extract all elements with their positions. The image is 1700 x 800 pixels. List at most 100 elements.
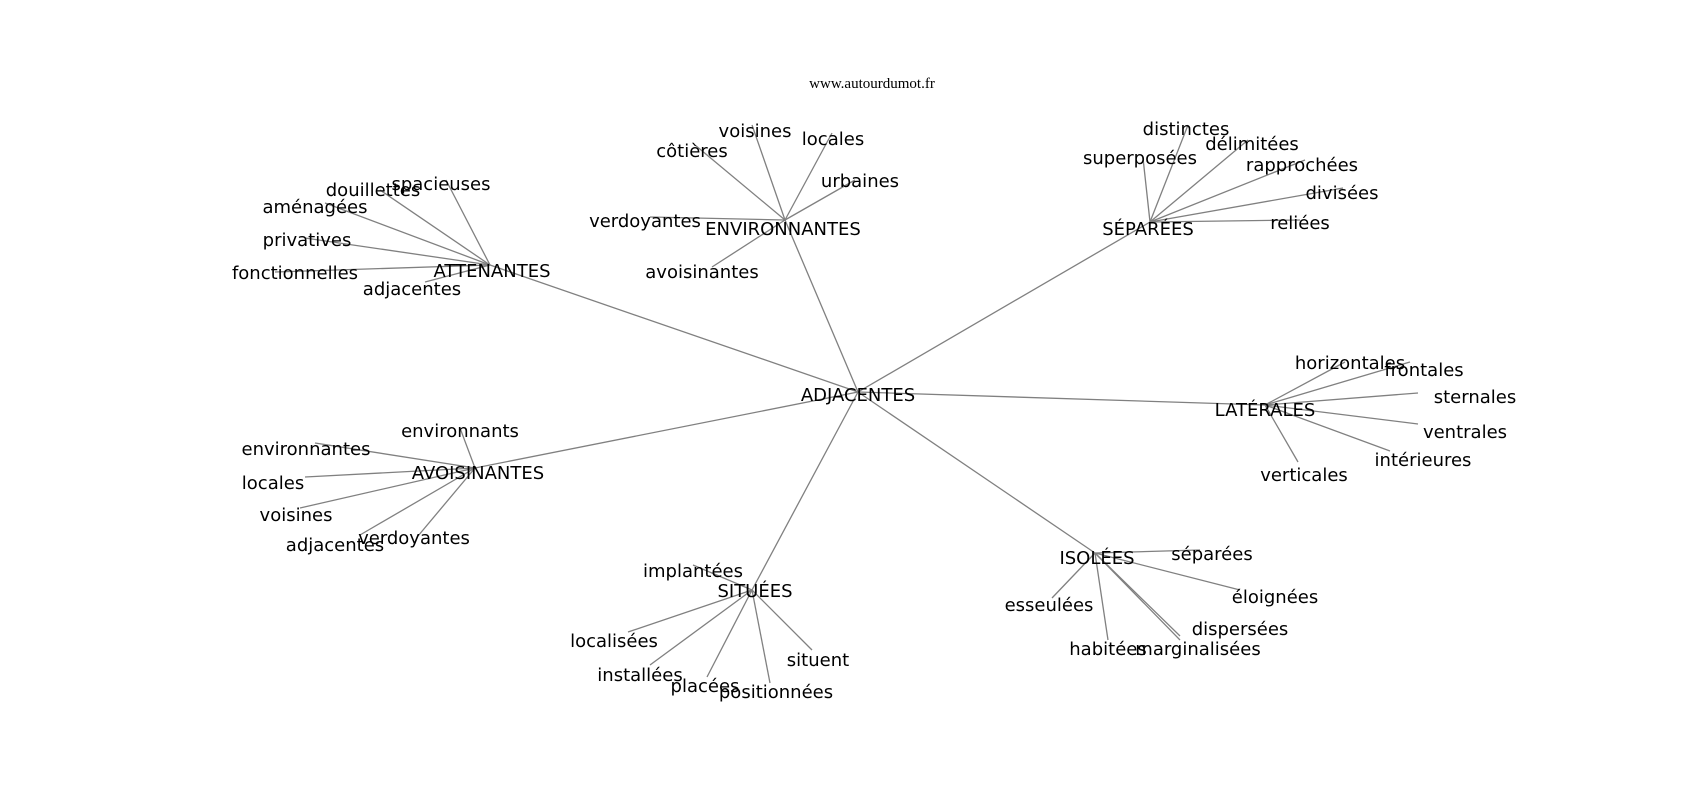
leaf-label-avoisinantes[interactable]: avoisinantes [645, 262, 758, 283]
edge-attenantes-to-fonctionnelles [274, 264, 491, 273]
leaf-label-amenagees[interactable]: aménagées [262, 197, 367, 218]
edge-separees-to-rapprochees [1149, 159, 1306, 223]
leaf-label-douillettes[interactable]: douillettes [326, 180, 421, 201]
leaf-label-delimitees[interactable]: délimitées [1205, 134, 1299, 155]
leaf-label-esseulees[interactable]: esseulées [1005, 595, 1094, 616]
leaf-label-positionnees[interactable]: positionnées [719, 682, 833, 703]
leaf-label-reliees[interactable]: reliées [1270, 213, 1330, 234]
hub-label-environnantes[interactable]: ENVIRONNANTES [705, 219, 861, 240]
edge-avoisinantes-to-voisines [299, 467, 476, 509]
edge-laterales-to-sternales [1264, 392, 1419, 406]
labels-layer: ADJACENTES ENVIRONNANTES voisines locales cô… [232, 119, 1516, 703]
edge-situees-to-implantees [692, 564, 753, 591]
leaf-label-voisines[interactable]: voisines [260, 505, 333, 526]
edge-center-to-isolees [857, 391, 1096, 554]
edge-isolees-to-separees [1094, 549, 1201, 554]
edge-avoisinantes-to-environnants [459, 427, 476, 469]
leaf-label-verticales[interactable]: verticales [1260, 465, 1348, 486]
edge-center-to-situees [751, 391, 859, 591]
edge-laterales-to-ventrales [1264, 404, 1419, 425]
leaf-label-environnantes[interactable]: environnantes [242, 439, 371, 460]
hub-label-situees[interactable]: SITUÉES [717, 580, 792, 602]
hub-label-laterales[interactable]: LATÉRALES [1215, 399, 1316, 421]
hub-label-separees[interactable]: SÉPARÉES [1102, 218, 1194, 240]
edge-environnantes-to-cotieres [694, 144, 786, 221]
edge-laterales-to-verticales [1264, 404, 1299, 463]
leaf-label-verdoyantes[interactable]: verdoyantes [358, 528, 470, 549]
leaf-label-urbaines[interactable]: urbaines [821, 171, 899, 192]
edge-avoisinantes-to-locales [304, 467, 476, 478]
edge-attenantes-to-amenagees [324, 202, 491, 266]
edge-environnantes-to-voisines [751, 124, 786, 221]
leaf-label-dispersees[interactable]: dispersées [1192, 619, 1289, 640]
leaf-label-situent[interactable]: situent [787, 650, 849, 671]
edge-avoisinantes-to-environnantes [314, 442, 476, 469]
leaf-label-rapprochees[interactable]: rapprochées [1246, 155, 1358, 176]
edge-environnantes-to-urbaines [784, 179, 856, 221]
hub-label-isolees[interactable]: ISOLÉES [1059, 547, 1134, 569]
edge-center-to-environnantes [784, 219, 859, 393]
center-word-label[interactable]: ADJACENTES [801, 385, 915, 406]
edge-laterales-to-interieures [1264, 404, 1391, 452]
edge-environnantes-to-locales [784, 132, 833, 221]
leaf-label-interieures[interactable]: intérieures [1375, 450, 1472, 471]
edge-avoisinantes-to-verdoyantes [417, 467, 476, 537]
leaf-label-ventrales[interactable]: ventrales [1423, 422, 1507, 443]
leaf-label-marginalisees[interactable]: marginalisées [1135, 639, 1260, 660]
leaf-label-habitees[interactable]: habitées [1069, 639, 1146, 660]
leaf-label-locales[interactable]: locales [242, 473, 304, 494]
edge-environnantes-to-avoisinantes [711, 219, 786, 268]
edge-laterales-to-horizontales [1264, 361, 1346, 406]
leaf-label-eloignees[interactable]: éloignées [1232, 587, 1318, 608]
edge-situees-to-positionnees [751, 589, 771, 684]
leaf-label-horizontales[interactable]: horizontales [1295, 353, 1405, 374]
leaf-label-adjacentes[interactable]: adjacentes [286, 535, 384, 556]
leaf-label-verdoyantes[interactable]: verdoyantes [589, 211, 701, 232]
leaf-label-sternales[interactable]: sternales [1434, 387, 1517, 408]
edge-avoisinantes-to-adjacentes [359, 467, 476, 536]
edge-attenantes-to-privatives [304, 237, 491, 266]
edge-separees-to-superposees [1142, 157, 1151, 223]
edge-center-to-attenantes [489, 264, 859, 393]
site-watermark: www.autourdumot.fr [809, 76, 935, 92]
edge-isolees-to-eloignees [1094, 552, 1241, 591]
edge-environnantes-to-verdoyantes [649, 216, 786, 221]
edge-situees-to-localisees [627, 589, 753, 633]
edge-situees-to-installees [649, 589, 753, 666]
hub-label-avoisinantes[interactable]: AVOISINANTES [412, 463, 544, 484]
edge-center-to-separees [857, 221, 1151, 393]
leaf-label-adjacentes[interactable]: adjacentes [363, 279, 461, 300]
edge-separees-to-distinctes [1149, 124, 1189, 223]
leaf-label-placees[interactable]: placées [671, 676, 740, 697]
edge-situees-to-placees [706, 589, 753, 678]
edge-situees-to-situent [751, 589, 813, 651]
edge-isolees-to-habitees [1094, 552, 1109, 641]
leaf-label-fonctionnelles[interactable]: fonctionnelles [232, 263, 358, 284]
leaf-label-separees[interactable]: séparées [1171, 544, 1252, 565]
leaf-label-privatives[interactable]: privatives [263, 230, 352, 251]
edge-center-to-avoisinantes [474, 391, 859, 469]
leaf-label-divisees[interactable]: divisées [1306, 183, 1379, 204]
leaf-label-cotieres[interactable]: côtières [656, 141, 728, 162]
edge-isolees-to-marginalisees [1094, 552, 1181, 641]
leaf-label-implantees[interactable]: implantées [643, 561, 743, 582]
edges-layer [274, 124, 1419, 684]
hub-label-attenantes[interactable]: ATTENANTES [434, 261, 551, 282]
edge-isolees-to-esseulees [1051, 552, 1096, 599]
leaf-label-installees[interactable]: installées [597, 665, 682, 686]
edge-laterales-to-frontales [1264, 361, 1411, 406]
edge-attenantes-to-spacieuses [445, 179, 491, 266]
leaf-label-superposees[interactable]: superposées [1083, 148, 1197, 169]
edge-separees-to-reliees [1149, 219, 1301, 223]
leaf-label-distinctes[interactable]: distinctes [1143, 119, 1230, 140]
edge-separees-to-divisees [1149, 187, 1344, 223]
leaf-label-localisees[interactable]: localisées [570, 631, 658, 652]
leaf-label-voisines[interactable]: voisines [719, 121, 792, 142]
edge-center-to-laterales [857, 391, 1266, 406]
leaf-label-frontales[interactable]: frontales [1384, 360, 1463, 381]
leaf-label-locales[interactable]: locales [802, 129, 864, 150]
edge-separees-to-delimitees [1149, 139, 1249, 223]
leaf-label-environnants[interactable]: environnants [401, 421, 519, 442]
leaf-label-spacieuses[interactable]: spacieuses [391, 174, 490, 195]
